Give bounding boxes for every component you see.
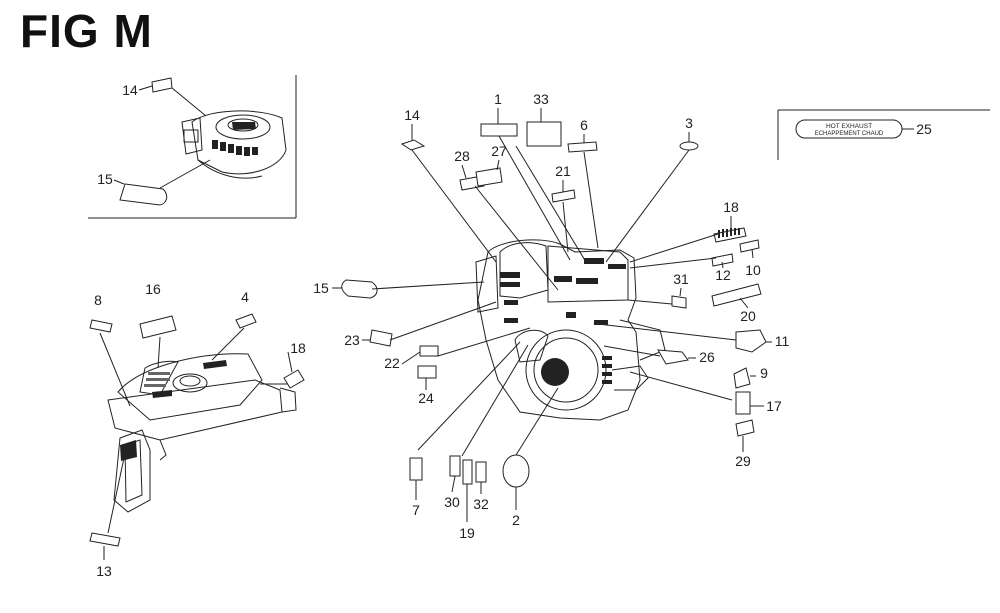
callout-30: 30 bbox=[444, 494, 460, 510]
engine-decal-hatching bbox=[718, 228, 740, 238]
callout-15-engine: 15 bbox=[313, 280, 329, 296]
tank-decals bbox=[89, 313, 305, 547]
callout-24: 24 bbox=[418, 390, 434, 406]
callout-26: 26 bbox=[699, 349, 715, 365]
callout-32: 32 bbox=[473, 496, 489, 512]
callout-28: 28 bbox=[454, 148, 470, 164]
fuel-tank-bracket bbox=[113, 429, 151, 513]
callout-33: 33 bbox=[533, 91, 549, 107]
legend-label-line1: HOT EXHAUST bbox=[826, 123, 872, 130]
callout-12: 12 bbox=[715, 267, 731, 283]
callout-27: 27 bbox=[491, 143, 507, 159]
callout-7: 7 bbox=[412, 502, 420, 518]
callout-25: 25 bbox=[916, 121, 932, 137]
callout-21: 21 bbox=[555, 163, 571, 179]
callout-8: 8 bbox=[94, 292, 102, 308]
callout-23: 23 bbox=[344, 332, 360, 348]
engine-body bbox=[475, 239, 666, 421]
figure-title: FIG M bbox=[20, 5, 153, 57]
inset-decals bbox=[119, 77, 211, 206]
inset-air-cleaner bbox=[181, 110, 287, 179]
hot-exhaust-legend: HOT EXHAUST ECHAPPEMENT CHAUD bbox=[777, 109, 990, 160]
callout-11: 11 bbox=[775, 333, 790, 349]
fuel-tank bbox=[107, 353, 297, 461]
callout-6: 6 bbox=[580, 117, 588, 133]
callout-ticks bbox=[103, 85, 772, 560]
callout-14-inset: 14 bbox=[122, 82, 138, 98]
callout-17: 17 bbox=[766, 398, 782, 414]
callout-14-engine: 14 bbox=[404, 107, 420, 123]
callout-15-inset: 15 bbox=[97, 171, 113, 187]
callout-16: 16 bbox=[145, 281, 161, 297]
callout-3: 3 bbox=[685, 115, 693, 131]
callout-13: 13 bbox=[96, 563, 112, 579]
callout-20: 20 bbox=[740, 308, 756, 324]
engine-decals bbox=[341, 121, 767, 488]
callout-1: 1 bbox=[494, 91, 502, 107]
leader-lines bbox=[371, 135, 737, 457]
callout-10: 10 bbox=[745, 262, 761, 278]
callout-31: 31 bbox=[673, 271, 689, 287]
callout-4: 4 bbox=[241, 289, 249, 305]
callout-18-tank: 18 bbox=[290, 340, 306, 356]
callout-2: 2 bbox=[512, 512, 520, 528]
callout-18-engine: 18 bbox=[723, 199, 739, 215]
inset-frame bbox=[88, 75, 297, 219]
callout-numbers: 1 2 3 4 6 7 8 9 10 11 12 13 14 14 15 15 … bbox=[94, 82, 932, 579]
callout-29: 29 bbox=[735, 453, 751, 469]
callout-19: 19 bbox=[459, 525, 475, 541]
callout-22: 22 bbox=[384, 355, 400, 371]
callout-9: 9 bbox=[760, 365, 768, 381]
legend-label-line2: ECHAPPEMENT CHAUD bbox=[815, 131, 884, 137]
